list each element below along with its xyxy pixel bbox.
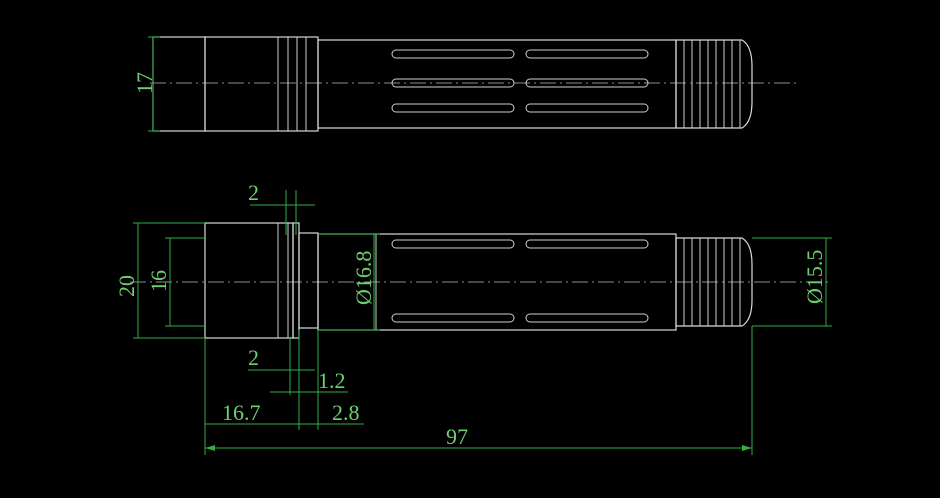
slot bbox=[391, 239, 515, 249]
dim-20-text: 20 bbox=[114, 275, 139, 297]
bottom-flange bbox=[292, 222, 300, 339]
slot bbox=[525, 78, 649, 88]
arrow bbox=[742, 445, 752, 451]
top-head bbox=[204, 36, 319, 132]
bottom-view: 20 16 2 Ø16.8 Ø15.5 2 1.2 16.7 2.8 bbox=[114, 180, 832, 455]
dim-15-5-text: Ø15.5 bbox=[802, 250, 827, 304]
slot bbox=[391, 313, 515, 323]
top-body bbox=[317, 39, 677, 129]
dim-16-7-text: 16.7 bbox=[222, 400, 261, 425]
slot bbox=[525, 49, 649, 59]
slot bbox=[391, 103, 515, 113]
dim-2-bottom-text: 2 bbox=[248, 345, 259, 370]
dim-2-top-text: 2 bbox=[248, 180, 259, 205]
top-cap-left bbox=[152, 36, 206, 132]
dim-1-2-text: 1.2 bbox=[318, 368, 346, 393]
dim-2-8-text: 2.8 bbox=[332, 400, 360, 425]
dim-97-text: 97 bbox=[446, 424, 468, 449]
slot bbox=[391, 78, 515, 88]
bottom-collar bbox=[298, 232, 319, 329]
slot bbox=[525, 239, 649, 249]
top-view: 17 bbox=[132, 36, 800, 132]
bottom-tip bbox=[675, 237, 753, 327]
dim-16-8-text: Ø16.8 bbox=[351, 251, 376, 305]
arrow bbox=[205, 445, 215, 451]
slot bbox=[391, 49, 515, 59]
dim-16-text: 16 bbox=[146, 270, 171, 292]
bottom-head bbox=[204, 222, 294, 339]
slot bbox=[525, 313, 649, 323]
top-tip bbox=[675, 39, 753, 129]
slot bbox=[525, 103, 649, 113]
dim-17-text: 17 bbox=[132, 72, 157, 94]
